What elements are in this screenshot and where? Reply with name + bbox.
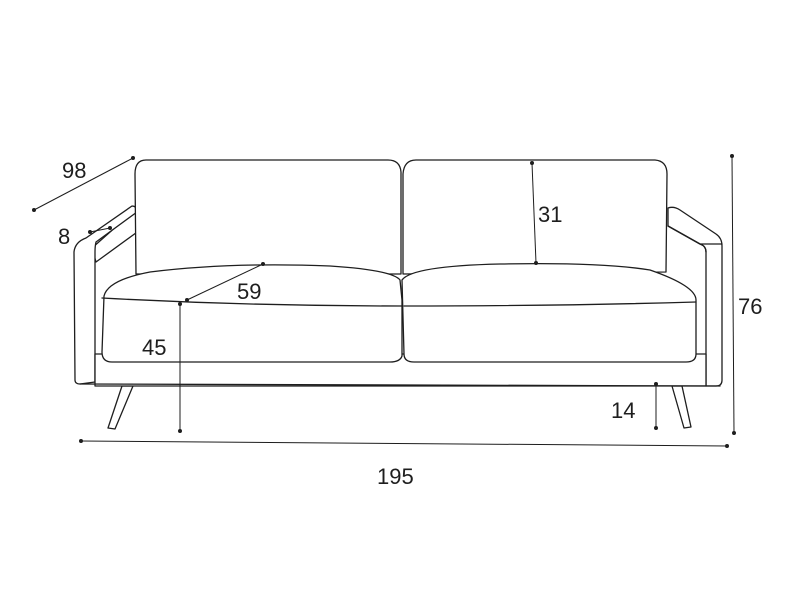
left-back-cushion [134, 159, 402, 275]
arm-width-end-a [88, 230, 92, 234]
left-arm-front [73, 205, 138, 385]
back-height-end-a [530, 161, 534, 165]
arm-width-label: 8 [58, 224, 70, 249]
base-bottom-line [79, 383, 721, 387]
back-height-end-b [534, 261, 538, 265]
total-width-end-a [79, 439, 83, 443]
seat-cushions [101, 262, 697, 363]
left-seat-cushion-edge [101, 297, 403, 307]
arm-width-end-b [108, 226, 112, 230]
left-armrest [73, 205, 141, 385]
total-width-label: 195 [377, 464, 414, 489]
back-height-label: 31 [538, 202, 562, 227]
depth-label: 98 [62, 158, 86, 183]
right-seat-cushion [401, 262, 697, 363]
leg-height-end-b [654, 426, 658, 430]
sofa-legs [107, 385, 692, 430]
arm-width-line [89, 227, 111, 233]
right-seat-cushion-edge [403, 301, 697, 307]
left-seat-cushion [101, 264, 403, 363]
total-height-label: 76 [738, 294, 762, 319]
seat-height-label: 45 [142, 335, 166, 360]
dimension-lines [32, 154, 736, 448]
seat-depth-label: 59 [237, 279, 261, 304]
seat-depth-end-a [185, 298, 189, 302]
depth-line [33, 157, 134, 211]
total-width-line [80, 440, 728, 447]
depth-line-end [32, 208, 36, 212]
seat-depth-end-b [261, 262, 265, 266]
seat-height-end-a [178, 302, 182, 306]
depth-line-start [131, 156, 135, 160]
right-arm-edge [667, 225, 723, 253]
right-armrest [667, 206, 723, 387]
back-cushions [134, 159, 668, 275]
total-height-end-a [730, 154, 734, 158]
seat-height-end-b [178, 429, 182, 433]
back-height-line [531, 162, 537, 264]
total-height-line [731, 155, 735, 434]
seat-depth-line [186, 263, 264, 301]
left-leg [107, 385, 134, 430]
leg-height-label: 14 [611, 398, 635, 423]
right-leg [671, 385, 692, 429]
total-height-end-b [732, 431, 736, 435]
right-back-cushion [402, 159, 668, 275]
dimension-labels: 98 8 59 45 31 14 76 195 [58, 158, 762, 489]
leg-height-end-a [654, 382, 658, 386]
total-width-end-b [725, 444, 729, 448]
